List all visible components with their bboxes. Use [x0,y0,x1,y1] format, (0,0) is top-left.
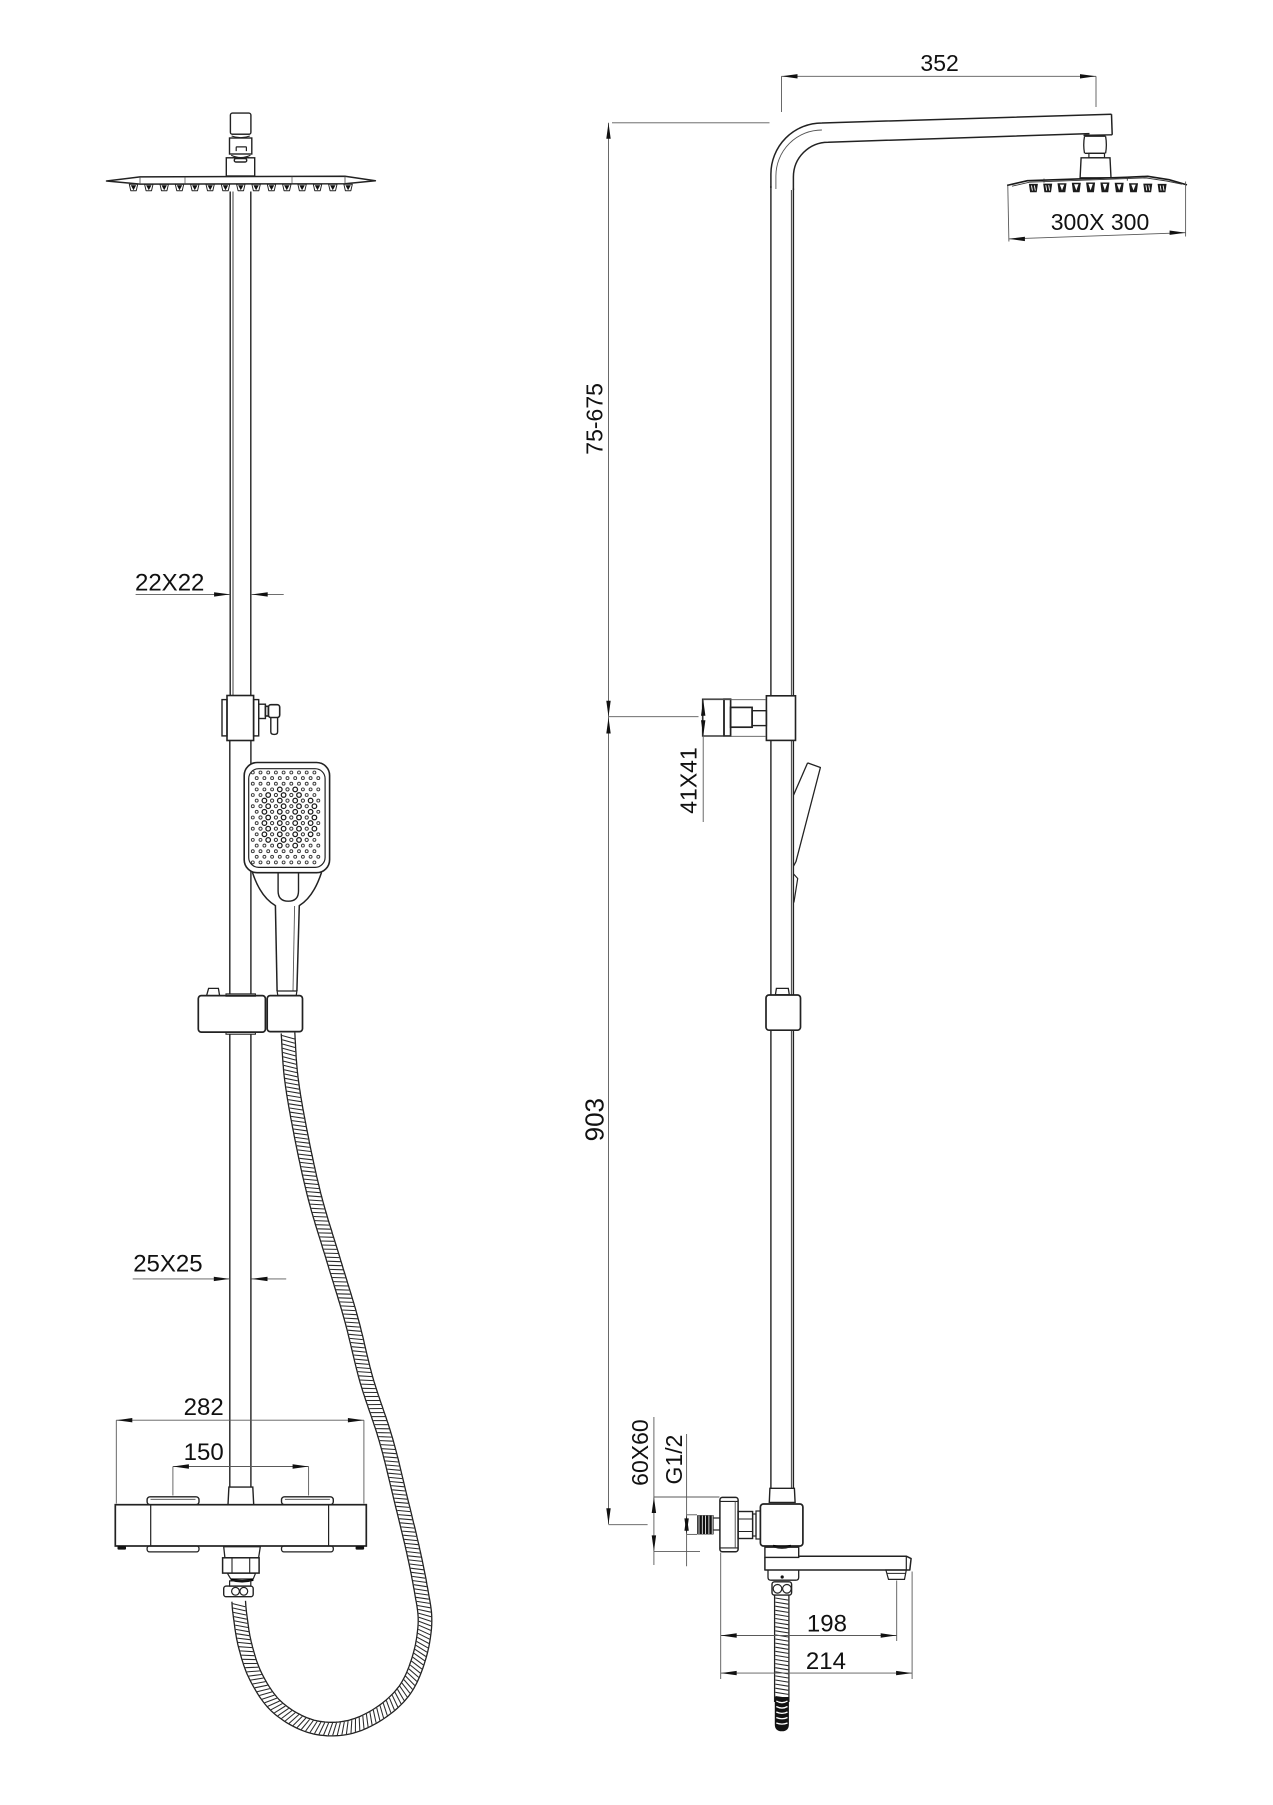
svg-text:75-675: 75-675 [582,383,608,455]
svg-text:150: 150 [184,1439,224,1466]
svg-text:41X41: 41X41 [676,747,702,814]
svg-text:60X60: 60X60 [627,1419,653,1486]
svg-text:25X25: 25X25 [133,1250,202,1277]
svg-text:22X22: 22X22 [135,569,204,596]
svg-text:214: 214 [806,1648,846,1675]
svg-text:903: 903 [580,1098,610,1141]
svg-text:198: 198 [807,1610,847,1637]
svg-text:300X 300: 300X 300 [1051,209,1149,235]
svg-text:G1/2: G1/2 [661,1435,687,1485]
svg-text:282: 282 [184,1394,224,1421]
svg-text:352: 352 [920,50,958,76]
